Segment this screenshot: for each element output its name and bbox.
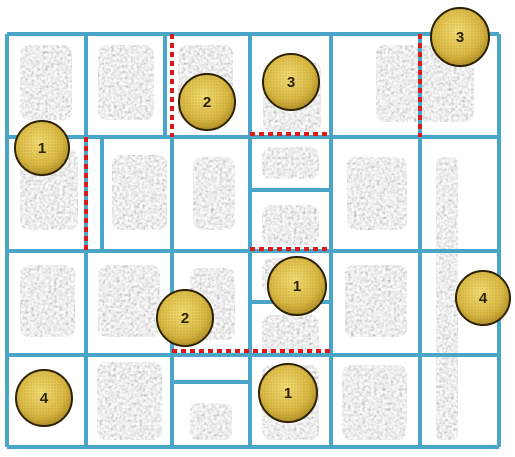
stone-tile[interactable] [262, 315, 319, 355]
token-label: 3 [456, 29, 464, 46]
number-tokens: 1 2 3 3 1 4 2 [14, 7, 511, 427]
token-label: 2 [203, 94, 211, 111]
stone-tile[interactable] [20, 265, 75, 337]
stone-tile[interactable] [347, 157, 407, 230]
token-label: 2 [181, 310, 189, 327]
token-4[interactable]: 3 [430, 7, 490, 67]
stone-tile[interactable] [190, 403, 232, 440]
token-label: 1 [284, 385, 292, 402]
stone-tile[interactable] [262, 147, 319, 179]
token-5[interactable]: 1 [267, 256, 327, 316]
stone-tile[interactable] [193, 157, 235, 230]
stone-tile[interactable] [98, 45, 154, 120]
token-label: 4 [40, 390, 49, 407]
stone-tile[interactable] [345, 265, 407, 337]
token-2[interactable]: 2 [178, 73, 236, 131]
token-9[interactable]: 1 [258, 363, 318, 423]
token-8[interactable]: 4 [15, 369, 73, 427]
stone-tile[interactable] [20, 45, 72, 120]
token-label: 1 [293, 278, 301, 295]
stone-tile[interactable] [342, 365, 407, 440]
token-7[interactable]: 2 [156, 289, 214, 347]
stone-tile[interactable] [112, 155, 167, 230]
grid-walls [5, 32, 501, 449]
token-3[interactable]: 3 [262, 53, 320, 111]
stone-tile[interactable] [98, 265, 160, 337]
token-label: 1 [38, 140, 46, 157]
stone-tile[interactable] [97, 362, 162, 440]
stone-tile[interactable] [262, 205, 319, 245]
stone-tile[interactable] [436, 157, 458, 440]
token-label: 4 [479, 290, 488, 307]
red-barriers [84, 34, 422, 353]
token-1[interactable]: 1 [14, 120, 70, 176]
token-6[interactable]: 4 [455, 270, 511, 326]
token-label: 3 [287, 74, 295, 91]
